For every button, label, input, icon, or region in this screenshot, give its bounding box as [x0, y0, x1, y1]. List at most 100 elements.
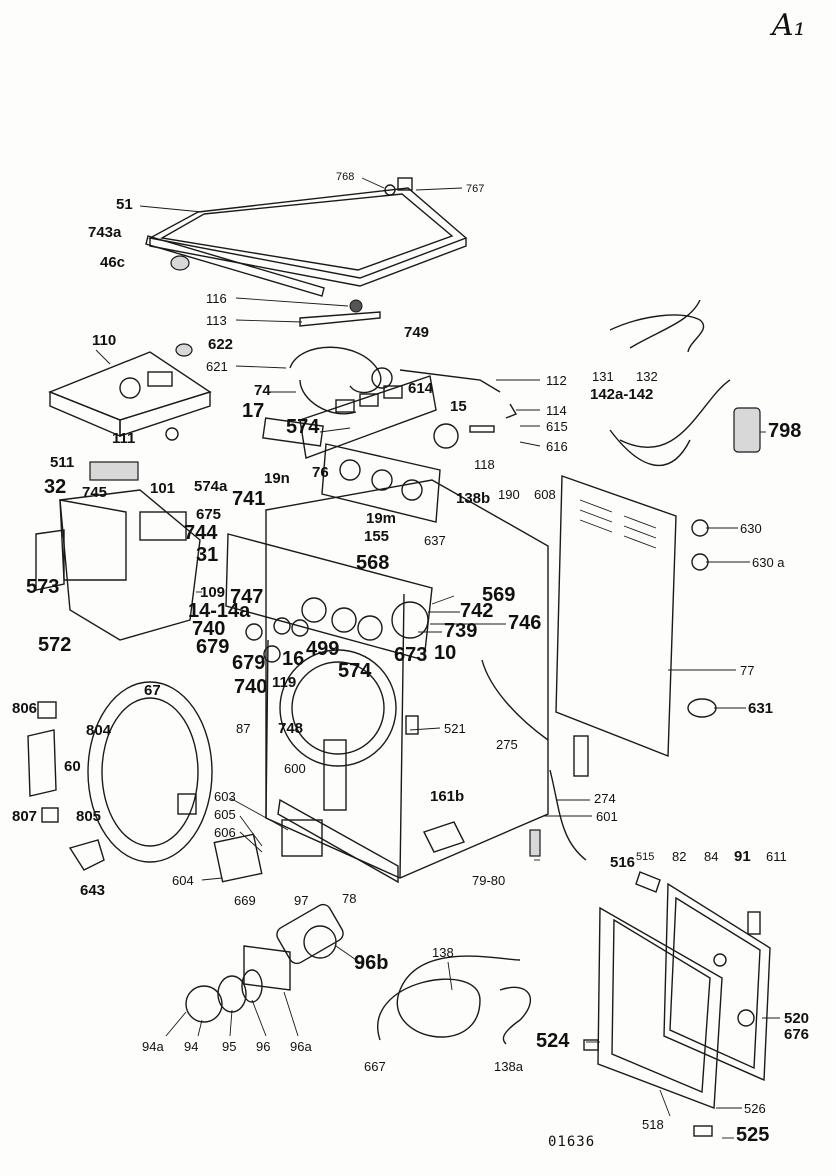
- part-label: 97: [294, 893, 309, 908]
- part-label: 574: [286, 416, 320, 438]
- part-label: 574: [338, 660, 372, 682]
- part-label: 573: [26, 576, 60, 598]
- part-label: 622: [208, 336, 234, 353]
- part-label: 110: [92, 332, 117, 349]
- bracket-161b: [423, 821, 465, 853]
- clip-611: [747, 911, 761, 935]
- programmer-110: [48, 351, 212, 438]
- part-label: 114: [546, 403, 567, 418]
- fascia-76: [321, 443, 441, 523]
- part-label: 768: [336, 171, 355, 183]
- part-label: 608: [534, 487, 556, 502]
- hose-601: [549, 769, 587, 861]
- part-label: 767: [466, 183, 485, 195]
- part-label: 32: [44, 476, 67, 498]
- part-label: 643: [80, 882, 106, 899]
- part-label: 747: [230, 586, 264, 608]
- sheet-id: A₁: [772, 8, 806, 43]
- label-17: [262, 417, 324, 447]
- dispenser-32: [59, 489, 201, 641]
- part-label: 742: [460, 600, 494, 622]
- part-label: 67: [144, 682, 161, 699]
- part-111: [165, 427, 179, 441]
- part-label: 621: [206, 359, 228, 374]
- part-label: 630: [740, 521, 762, 536]
- part-label: 574a: [194, 478, 228, 495]
- part-label: 96: [256, 1039, 271, 1054]
- part-label: 749: [404, 324, 430, 341]
- hose-131: [629, 299, 701, 349]
- part-label: 94a: [142, 1039, 164, 1054]
- lock-643: [68, 839, 105, 871]
- part-label: 524: [536, 1030, 570, 1052]
- part-label: 744: [184, 522, 218, 544]
- part-label: 679: [196, 636, 230, 658]
- part-label: 748: [278, 720, 304, 737]
- back-frame-84: [663, 882, 771, 1082]
- part-label: 190: [498, 487, 520, 502]
- part-label: 806: [12, 700, 38, 717]
- part-label: 740: [192, 618, 226, 640]
- door-67: [87, 681, 213, 863]
- part-label: 569: [482, 584, 516, 606]
- part-label: 17: [242, 400, 265, 422]
- part-label: 606: [214, 825, 236, 840]
- part-label: 161b: [430, 788, 465, 805]
- drawer-front-573: [35, 529, 65, 591]
- part-label: 600: [284, 761, 306, 776]
- part-label: 51: [116, 196, 133, 213]
- part-label: 743a: [88, 224, 122, 241]
- part-label: 155: [364, 528, 390, 545]
- part-label: 520: [784, 1010, 810, 1027]
- part-label: 46c: [100, 254, 126, 271]
- part-label: 631: [748, 700, 774, 717]
- part-label: 525: [736, 1124, 770, 1146]
- part-label: 95: [222, 1039, 237, 1054]
- valve-274: [573, 735, 589, 777]
- reference-code: 01636: [548, 1134, 596, 1150]
- part-label: 96a: [290, 1039, 312, 1054]
- part-label: 745: [82, 484, 108, 501]
- part-label: 679: [232, 652, 266, 674]
- part-label: 142a-142: [590, 386, 654, 403]
- clip-525: [693, 1125, 713, 1137]
- clip-524: [583, 1039, 599, 1051]
- part-label: 16: [282, 648, 305, 670]
- knob-15: [433, 423, 459, 449]
- part-label: 630 a: [752, 555, 785, 570]
- part-label: 138a: [494, 1059, 523, 1074]
- part-label: 138: [432, 945, 454, 960]
- foot-46c: [170, 255, 190, 271]
- front-strip-743a: [145, 235, 325, 297]
- part-label: 101: [150, 480, 176, 497]
- plinth-78: [277, 798, 399, 884]
- drain-hose-138: [377, 955, 521, 1041]
- part-label: 96b: [354, 952, 389, 974]
- part-label: 60: [64, 758, 81, 775]
- part-label: 804: [86, 722, 112, 739]
- clip-521: [405, 715, 419, 735]
- support-600: [323, 739, 347, 811]
- part-label: 616: [546, 439, 568, 454]
- filter-cover-603: [281, 819, 323, 857]
- cover-604: [213, 833, 263, 883]
- part-label: 568: [356, 552, 390, 574]
- screw-79-80: [529, 829, 541, 857]
- cabinet: [265, 479, 549, 879]
- clip-114: [505, 403, 518, 419]
- part-label: 275: [496, 737, 518, 752]
- part-label: 82: [672, 849, 687, 864]
- leader-lines: [95, 177, 780, 1139]
- part-label: 10: [434, 642, 457, 664]
- screw-91: [713, 953, 727, 967]
- panel-614: [299, 375, 437, 459]
- part-label: 19n: [264, 470, 290, 487]
- rear-panel-77: [555, 475, 677, 758]
- cap-630: [691, 519, 709, 537]
- part-label: 74: [254, 382, 271, 399]
- part-label: 94: [184, 1039, 199, 1054]
- rod-112: [399, 369, 501, 393]
- part-label: 741: [232, 488, 266, 510]
- part-label: 673: [394, 644, 428, 666]
